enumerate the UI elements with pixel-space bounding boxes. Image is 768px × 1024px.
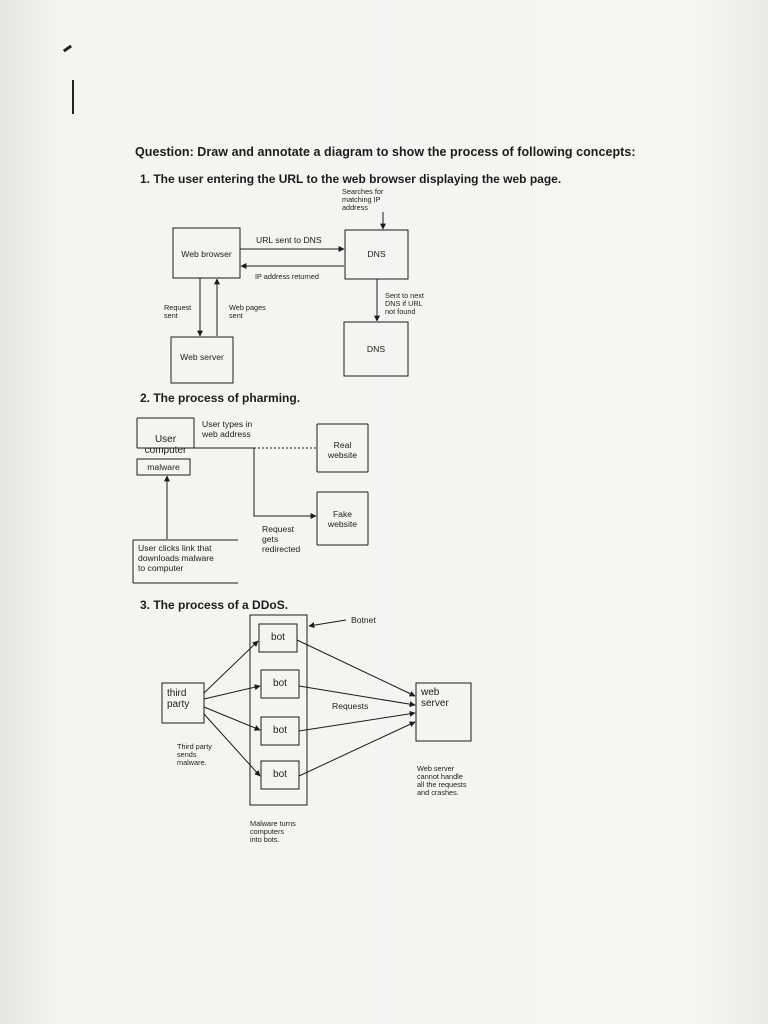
botnet-box — [249, 614, 308, 806]
user-clicks-label: User clicks link that downloads malware … — [138, 543, 214, 573]
web-server-ddos-label: web server — [421, 687, 449, 709]
bot-box-4 — [260, 760, 300, 790]
redirect-arrow — [253, 448, 317, 519]
url-sent-label: URL sent to DNS — [256, 235, 322, 245]
bot-box-2 — [260, 669, 300, 699]
bot-3-label: bot — [273, 725, 287, 736]
request-arrow-3 — [298, 710, 416, 732]
pen-stroke — [72, 80, 74, 114]
web-browser-label: Web browser — [181, 249, 232, 259]
request-sent-label: Request sent — [164, 303, 192, 320]
request-arrow-1 — [296, 639, 416, 697]
real-website-label: Real website — [327, 440, 358, 460]
section-3-heading: 3. The process of a DDoS. — [140, 598, 289, 612]
ip-returned-label: IP address returned — [255, 272, 319, 281]
dns-2-label: DNS — [366, 344, 386, 354]
botnet-pointer-arrow — [308, 619, 347, 629]
malware-label: malware — [147, 462, 180, 472]
web-browser-box — [172, 227, 241, 279]
user-computer-box — [136, 417, 195, 449]
user-clicks-box — [132, 539, 238, 584]
request-arrow-4 — [298, 721, 416, 777]
server-crash-label: Web server cannot handle all the request… — [417, 764, 467, 797]
third-party-box — [161, 682, 205, 724]
dns-1-label: DNS — [367, 249, 386, 259]
bot-1-label: bot — [271, 632, 285, 643]
requests-label: Requests — [332, 701, 369, 711]
fake-website-label: Fake website — [327, 509, 358, 529]
web-server-box — [170, 336, 234, 384]
user-computer-label: User computer — [144, 434, 187, 456]
ddos-web-server-box — [415, 682, 472, 742]
third-party-sends-label: Third party sends malware. — [177, 742, 212, 767]
next-dns-label: Sent to next DNS if URL not found — [385, 291, 424, 316]
bot-2-label: bot — [273, 678, 287, 689]
request-arrow-2 — [298, 685, 416, 708]
web-pages-sent-label: Web pages sent — [229, 303, 266, 320]
request-redirected-label: Request gets redirected — [262, 524, 301, 554]
malware-arrow-4 — [203, 713, 261, 777]
bot-4-label: bot — [273, 769, 287, 780]
malware-arrow-2 — [203, 684, 261, 700]
real-website-box — [316, 423, 369, 473]
question-text: Question: Draw and annotate a diagram to… — [135, 145, 636, 159]
dns-box-2 — [343, 321, 409, 377]
section-1-heading: 1. The user entering the URL to the web … — [140, 172, 562, 186]
malware-arrow-3 — [203, 706, 261, 731]
user-types-label: User types in web address — [202, 419, 253, 439]
malware-arrow-1 — [203, 640, 259, 694]
malware-turns-label: Malware turns computers into bots. — [250, 819, 296, 844]
section-2-heading: 2. The process of pharming. — [140, 391, 301, 405]
searches-ip-label: Searches for matching IP address — [342, 187, 384, 212]
fake-website-box — [316, 491, 369, 546]
third-party-label: third party — [167, 688, 190, 710]
bot-box-1 — [258, 623, 298, 653]
botnet-label: Botnet — [351, 615, 376, 625]
malware-box — [136, 458, 191, 476]
web-server-label: Web server — [180, 352, 224, 362]
